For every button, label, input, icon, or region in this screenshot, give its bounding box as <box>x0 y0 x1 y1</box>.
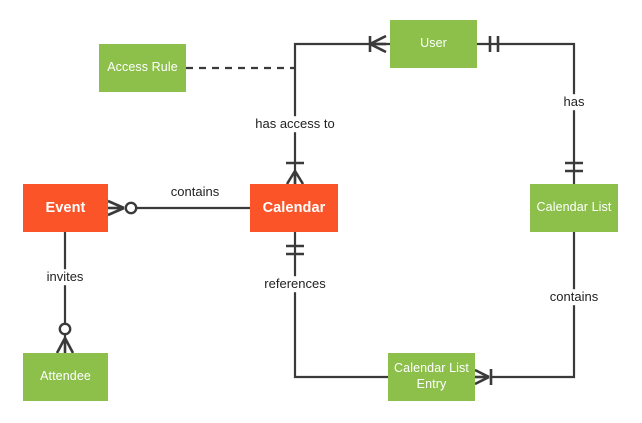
edge-label-has-access-to: has access to <box>252 116 338 132</box>
edge-label-has: has <box>560 94 588 110</box>
entity-calendar[interactable]: Calendar <box>250 184 338 232</box>
edge-invites <box>55 232 75 354</box>
entity-event[interactable]: Event <box>23 184 108 232</box>
entity-access-rule[interactable]: Access Rule <box>99 44 186 92</box>
entity-attendee[interactable]: Attendee <box>23 353 108 401</box>
edge-label-contains-list-entry: contains <box>546 289 602 305</box>
edge-has <box>477 36 583 184</box>
edge-label-contains-event-calendar: contains <box>167 184 223 200</box>
edge-contains-list-entry <box>474 232 576 386</box>
edge-contains-event-calendar <box>107 199 250 217</box>
edge-label-references: references <box>261 276 329 292</box>
edge-references <box>286 232 388 379</box>
edge-has-access-to <box>285 34 390 185</box>
entity-calendar-list[interactable]: Calendar List <box>530 184 618 232</box>
edge-label-invites: invites <box>43 269 87 285</box>
entity-user[interactable]: User <box>390 20 477 68</box>
entity-calendar-list-entry[interactable]: Calendar List Entry <box>388 353 475 401</box>
